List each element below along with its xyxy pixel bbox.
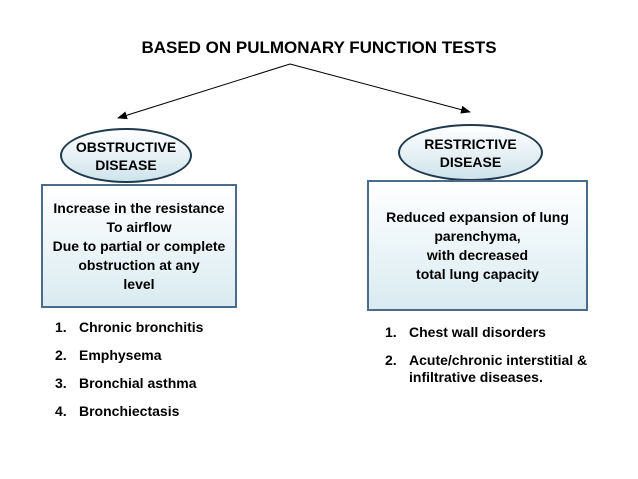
list-item-number: 2. xyxy=(385,352,397,368)
list-item-number: 3. xyxy=(55,375,67,391)
restrictive-description-box: Reduced expansion of lung parenchyma, wi… xyxy=(367,180,588,311)
obstructive-disease-list: 1. Chronic bronchitis 2. Emphysema 3. Br… xyxy=(55,319,245,431)
list-item: 3. Bronchial asthma xyxy=(55,375,245,392)
list-item: 4. Bronchiectasis xyxy=(55,403,245,420)
list-item-number: 1. xyxy=(385,324,397,340)
list-item-text: Chronic bronchitis xyxy=(79,319,204,335)
restrictive-disease-list: 1. Chest wall disorders 2. Acute/chronic… xyxy=(385,324,600,397)
list-item-text: Emphysema xyxy=(79,347,162,363)
restrictive-heading-line: RESTRICTIVE xyxy=(424,135,517,152)
list-item: 1. Chest wall disorders xyxy=(385,324,600,341)
list-item-text: Chest wall disorders xyxy=(409,324,546,340)
list-item-text: Bronchial asthma xyxy=(79,375,197,391)
obstructive-heading-line: OBSTRUCTIVE xyxy=(75,138,177,155)
restrictive-description-line: with decreased xyxy=(426,246,529,263)
arrow-to-restrictive xyxy=(289,63,471,114)
obstructive-description-line: Increase in the resistance xyxy=(53,199,225,216)
restrictive-description-line: Reduced expansion of lung xyxy=(386,208,569,225)
arrow-to-obstructive xyxy=(117,63,291,120)
list-item: 2. Emphysema xyxy=(55,347,245,364)
obstructive-description-line: To airflow xyxy=(106,218,172,235)
list-item-number: 2. xyxy=(55,347,67,363)
restrictive-heading-line: DISEASE xyxy=(439,153,502,170)
obstructive-description-line: obstruction at any xyxy=(78,256,200,273)
list-item-text: Acute/chronic interstitial & infiltrativ… xyxy=(409,352,588,385)
obstructive-disease-oval: OBSTRUCTIVE DISEASE xyxy=(60,128,192,183)
list-item: 1. Chronic bronchitis xyxy=(55,319,245,336)
restrictive-disease-oval: RESTRICTIVE DISEASE xyxy=(398,124,543,181)
list-item-number: 1. xyxy=(55,319,67,335)
obstructive-description-line: level xyxy=(123,275,155,292)
list-item-number: 4. xyxy=(55,403,67,419)
list-item-text: Bronchiectasis xyxy=(79,403,180,419)
obstructive-description-line: Due to partial or complete xyxy=(52,237,226,254)
restrictive-description-line: total lung capacity xyxy=(416,265,539,282)
obstructive-description-box: Increase in the resistance To airflow Du… xyxy=(41,184,237,308)
restrictive-description-line: parenchyma, xyxy=(434,227,521,244)
obstructive-heading-line: DISEASE xyxy=(95,156,157,173)
diagram-title: BASED ON PULMONARY FUNCTION TESTS xyxy=(141,38,497,57)
list-item: 2. Acute/chronic interstitial & infiltra… xyxy=(385,352,600,386)
